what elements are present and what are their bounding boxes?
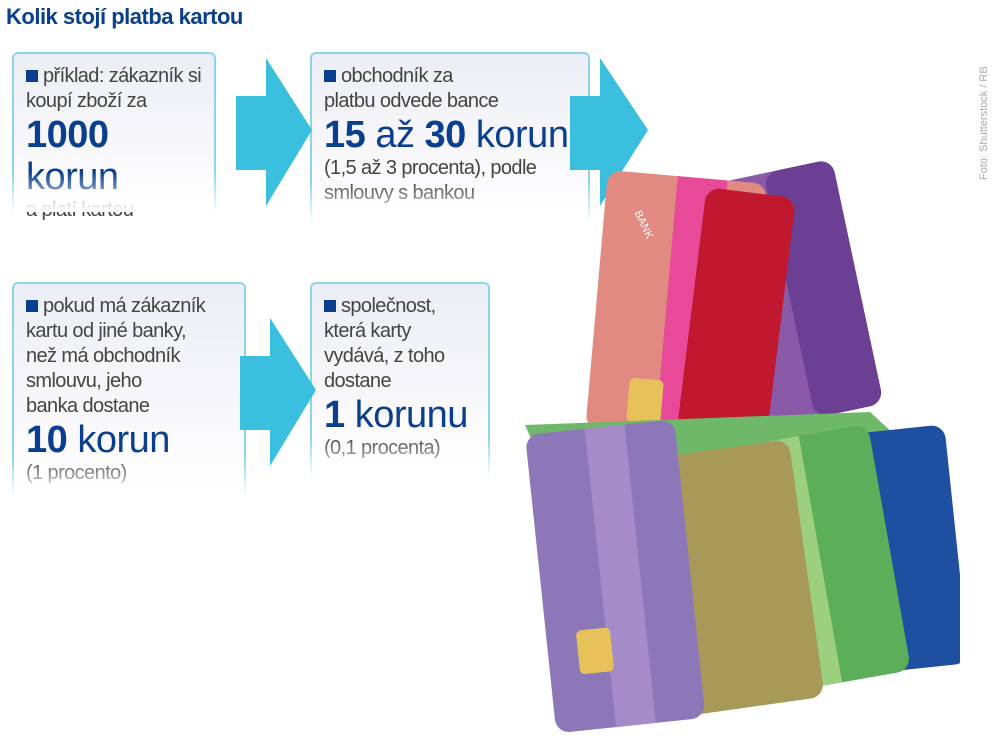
arrow-right-icon: [240, 318, 316, 466]
text-line: smlouvu, jeho: [26, 370, 142, 392]
text-line: obchodník za: [341, 65, 453, 87]
step-box-merchant-fee: obchodník za platbu odvede bance 15 až 3…: [310, 52, 590, 222]
card-house-illustration: BANK: [525, 161, 960, 732]
text-line: a platí kartou: [26, 199, 134, 221]
amount-connector: až: [375, 114, 415, 156]
card-bottom-left-purple: [526, 420, 705, 732]
amount-value: 15: [324, 114, 366, 156]
bullet-icon: [26, 300, 38, 312]
text-line: dostane: [324, 370, 392, 392]
text-line: (1,5 až 3 procenta), podle: [324, 157, 537, 179]
text-line: vydává, z toho: [324, 345, 445, 367]
arrow-right-icon: [570, 58, 648, 206]
step-box-purchase: příklad: zákazník si koupí zboží za 1000…: [12, 52, 216, 221]
card-top-left-pink: BANK: [586, 171, 795, 457]
arrow-right-icon: [236, 58, 312, 206]
amount-unit: korun: [77, 419, 170, 461]
amount-unit: korun: [26, 156, 119, 198]
text-line: kartu od jiné banky,: [26, 320, 187, 342]
amount-unit: korun: [475, 114, 569, 156]
step-box-card-issuer: společnost, která karty vydává, z toho d…: [310, 282, 490, 477]
text-line: pokud má zákazník: [43, 295, 206, 317]
text-line: (0,1 procenta): [324, 437, 441, 459]
text-line: banka dostane: [26, 395, 150, 417]
step-box-other-bank: pokud má zákazník kartu od jiné banky, n…: [12, 282, 246, 497]
text-line: koupí zboží za: [26, 90, 147, 112]
bullet-icon: [26, 70, 38, 82]
text-line: než má obchodník: [26, 345, 180, 367]
photo-credit: Foto: Shutterstock / RB: [978, 66, 990, 180]
text-line: která karty: [324, 320, 411, 342]
infographic-title: Kolik stojí platba kartou: [6, 4, 243, 29]
text-line: příklad: zákazník si: [43, 65, 202, 87]
amount-value: 1: [324, 394, 345, 436]
bullet-icon: [324, 300, 336, 312]
amount-value: 1000: [26, 114, 109, 156]
text-line: (1 procento): [26, 462, 127, 484]
amount-unit: korunu: [354, 394, 469, 436]
bullet-icon: [324, 70, 336, 82]
text-line: platbu odvede bance: [324, 90, 499, 112]
amount-value-2: 30: [424, 114, 467, 156]
text-line: společnost,: [341, 295, 436, 317]
amount-value: 10: [26, 419, 68, 461]
